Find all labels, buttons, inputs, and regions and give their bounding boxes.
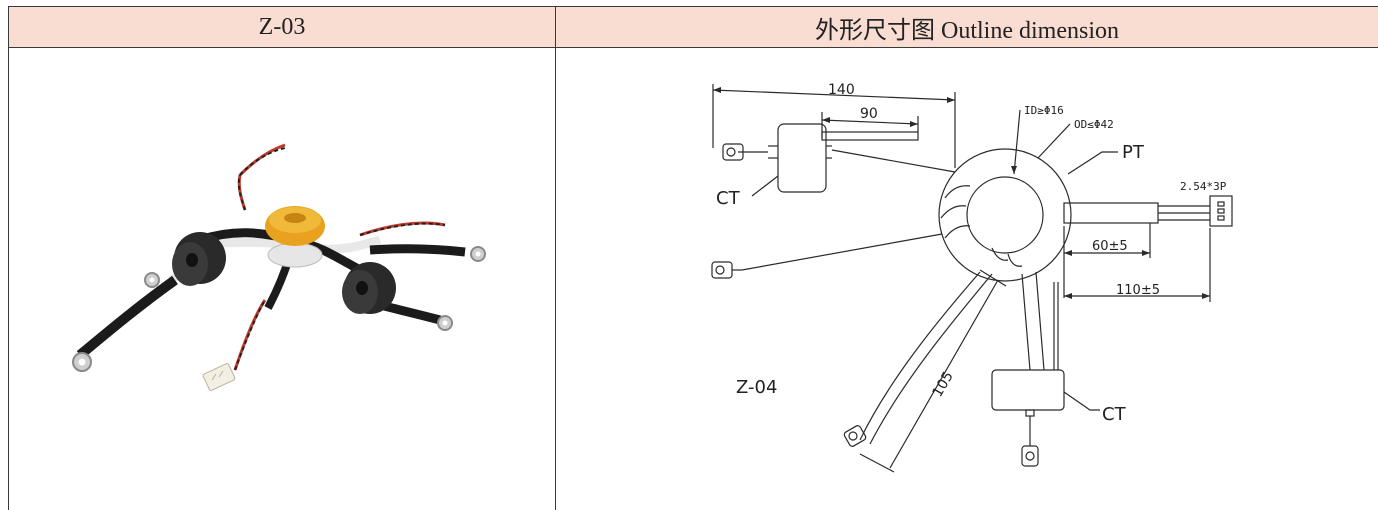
connector-label: 2.54*3P: [1180, 180, 1227, 193]
current-transformer-harness-photo: [72, 143, 486, 391]
header-cell-model: Z-03: [9, 7, 555, 47]
inner-diameter-label: ID≥Φ16: [1024, 104, 1064, 117]
spec-table: Z-03 外形尺寸图 Outline dimension: [8, 6, 1378, 510]
header-bottom-border: [8, 47, 1378, 48]
outline-title: 外形尺寸图 Outline dimension: [815, 17, 1119, 44]
dim-60: 60±5: [1092, 239, 1128, 254]
header-cell-outline: 外形尺寸图 Outline dimension: [556, 7, 1378, 47]
dim-90: 90: [860, 106, 878, 122]
dim-140: 140: [828, 82, 855, 98]
table-left-border: [8, 6, 9, 510]
model-title: Z-03: [258, 13, 306, 40]
dim-105: 105: [930, 369, 957, 400]
pt-label: PT: [1122, 142, 1145, 163]
ct-label-bottom: CT: [1102, 404, 1127, 425]
ct-label-left: CT: [716, 188, 741, 209]
column-divider: [555, 6, 556, 510]
model-label-z04: Z-04: [736, 377, 777, 398]
dim-110: 110±5: [1116, 283, 1160, 298]
outer-diameter-label: OD≤Φ42: [1074, 118, 1114, 131]
outline-dimension-drawing: 140 90 ID≥Φ16 OD≤Φ42 PT 2.54*3P CT 60±5 …: [711, 82, 1233, 473]
table-top-border: [8, 6, 1378, 7]
